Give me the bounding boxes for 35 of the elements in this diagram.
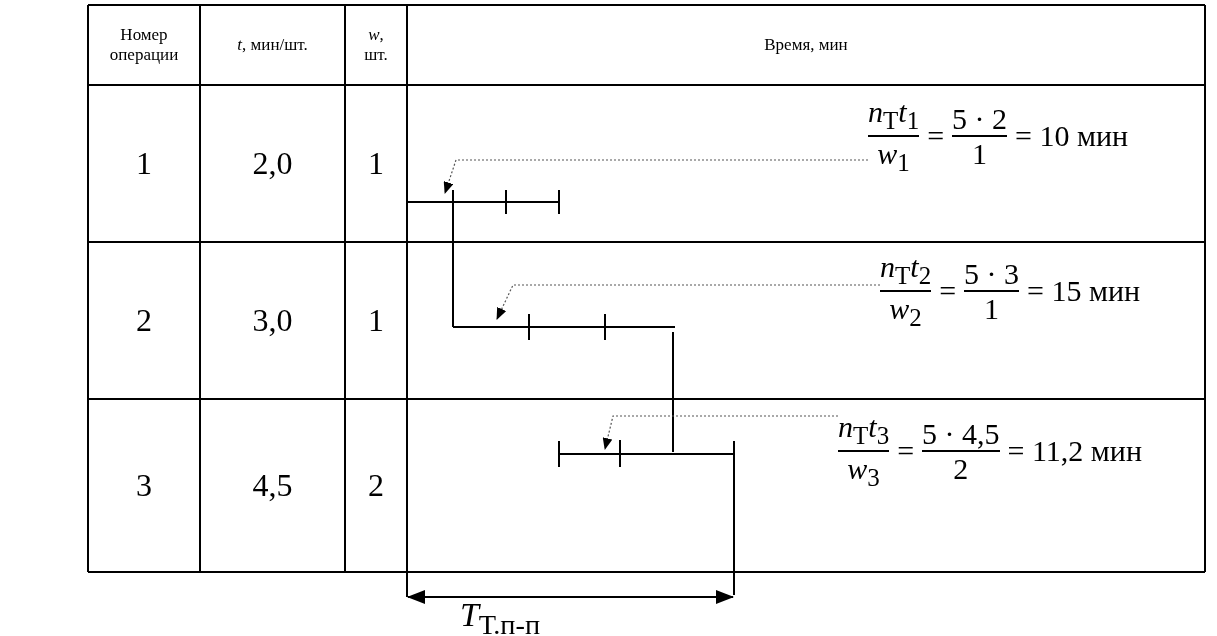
fraction-numerator: 5 · 3 <box>964 256 1020 290</box>
table-cell: 1 <box>368 302 384 339</box>
fraction-numerator: n$_{Т}$t$_{2}$ <box>880 250 932 290</box>
table-cell: 2 <box>136 302 152 339</box>
fraction-numerator: 5 · 4,5 <box>922 416 1000 450</box>
fraction-numerator: n$_{Т}$t$_{3}$ <box>838 410 890 450</box>
formula-text: = <box>927 118 945 153</box>
table-header: w, шт. <box>363 25 389 65</box>
formula-text: = <box>939 273 957 308</box>
table-cell: 2 <box>368 467 384 504</box>
table-cell: 4,5 <box>252 467 293 504</box>
fraction-denominator: 2 <box>953 451 969 485</box>
leader-line <box>496 284 881 320</box>
fraction-numerator: n$_{Т}$t$_{1}$ <box>868 95 920 135</box>
table-header: Номер операции <box>108 25 180 65</box>
fraction-numerator: 5 · 2 <box>952 101 1008 135</box>
table-cell: 1 <box>136 145 152 182</box>
fraction-denominator: 1 <box>972 136 988 170</box>
dimension-label: T$_{Т.п-п}$ <box>459 594 541 636</box>
table-cell: 1 <box>368 145 384 182</box>
fraction-denominator: 1 <box>984 291 1000 325</box>
formula-text: = <box>897 433 915 468</box>
table-header: t, мин/шт. <box>237 35 308 55</box>
formula-text: = 15 мин <box>1027 273 1141 308</box>
formula-text: = 10 мин <box>1015 118 1129 153</box>
table-cell: 3 <box>136 467 152 504</box>
fraction-denominator: w$_{2}$ <box>889 291 922 331</box>
leader-line <box>443 159 869 194</box>
table-cell: 3,0 <box>252 302 293 339</box>
formula-text: = 11,2 мин <box>1007 433 1142 468</box>
table-header: Время, мин <box>764 35 848 55</box>
fraction-denominator: w$_{1}$ <box>877 136 910 176</box>
fraction-denominator: w$_{3}$ <box>847 451 880 491</box>
table-cell: 2,0 <box>252 145 293 182</box>
leader-line <box>602 415 839 450</box>
